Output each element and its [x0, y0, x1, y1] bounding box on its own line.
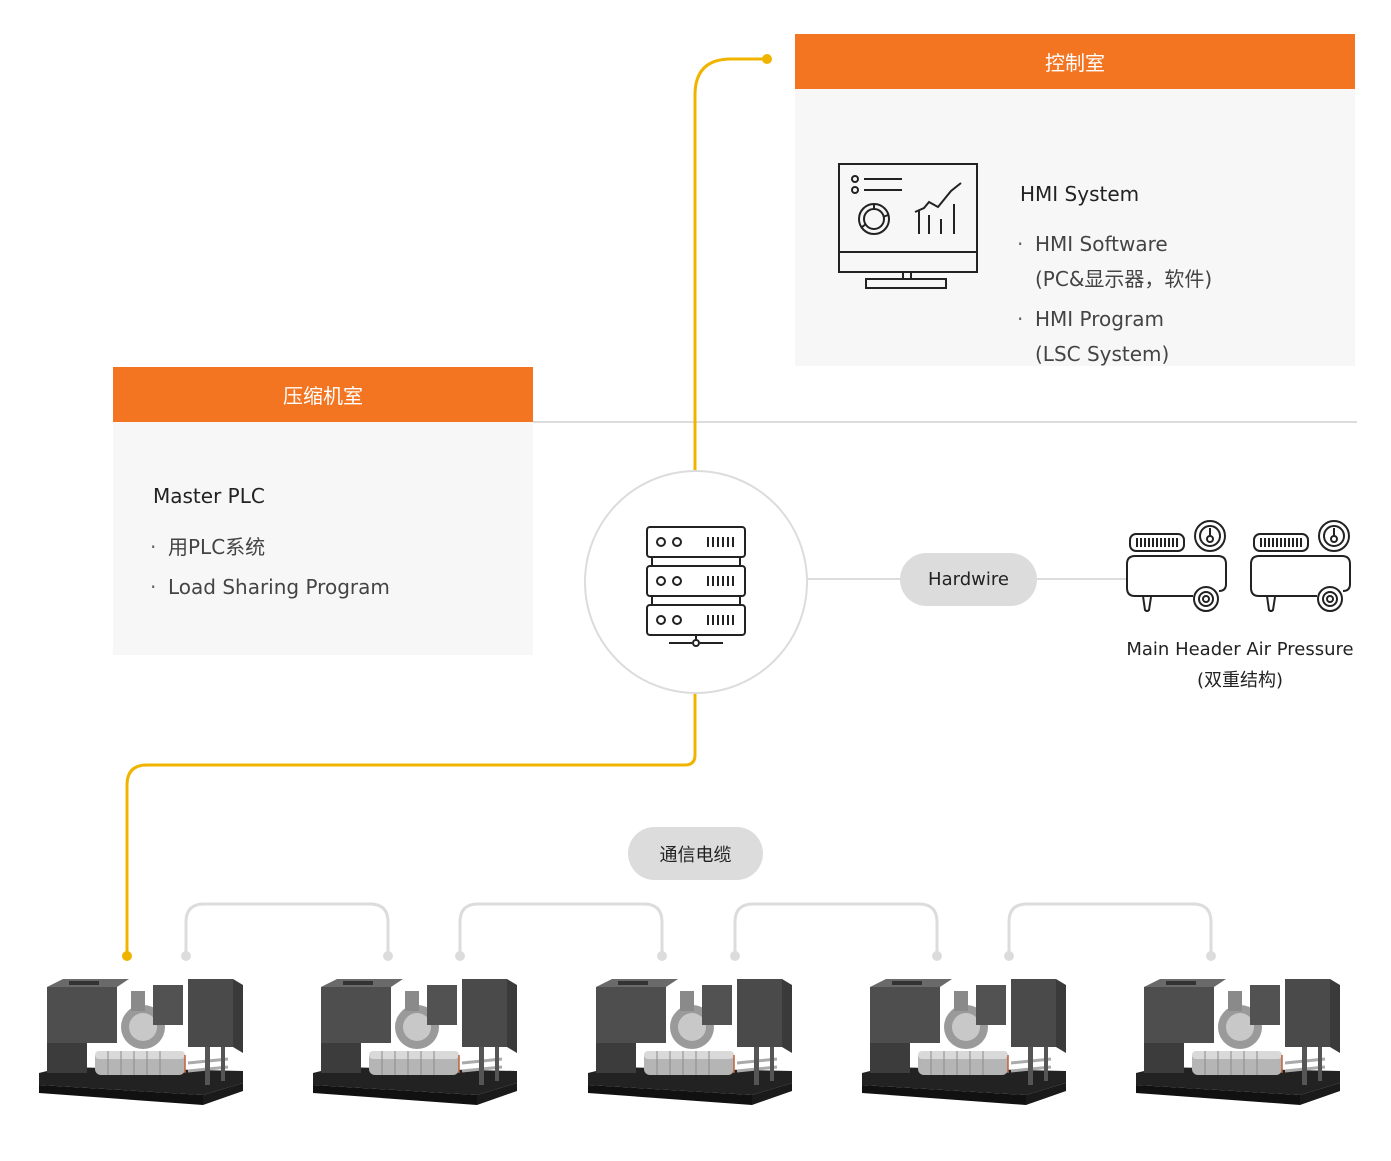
cable-port-dot [1004, 951, 1014, 961]
compressor-unit-1 [33, 975, 253, 1115]
compressor-unit-5 [1130, 975, 1350, 1115]
comm-cable-badge: 通信电缆 [628, 827, 763, 880]
cable-port-dot [181, 951, 191, 961]
hmi-software-item: HMI Software (PC&显示器，软件) [1017, 227, 1212, 297]
cable-port-dot [1206, 951, 1216, 961]
control-room-title: 控制室 [1045, 51, 1105, 75]
comm-link-2-3 [458, 902, 664, 956]
compressor-room-header: 压缩机室 [113, 367, 533, 422]
air-compressor-icon [1250, 520, 1351, 612]
network-hub [584, 470, 808, 694]
air-pressure-caption: Main Header Air Pressure (双重结构) [1110, 634, 1370, 696]
compressor-machine-image [1136, 979, 1340, 1105]
hmi-program-label: HMI Program [1035, 307, 1164, 331]
compressor-unit-4 [856, 975, 1076, 1115]
compressor-unit-2 [307, 975, 527, 1115]
hardwire-label: Hardwire [928, 569, 1009, 590]
compressor-unit-3 [582, 975, 802, 1115]
compressor-machine-image [313, 979, 517, 1105]
comm-link-1-2 [184, 902, 390, 956]
cable-port-dot [383, 951, 393, 961]
air-pressure-caption-line1: Main Header Air Pressure [1126, 639, 1354, 660]
server-rack-icon [646, 526, 746, 647]
comm-link-4-5 [1007, 902, 1213, 956]
plc-system-item: 用PLC系统 [150, 527, 390, 567]
comm-cable-label: 通信电缆 [659, 844, 732, 866]
compressor-machine-image [39, 979, 243, 1105]
compressor-room-title: 压缩机室 [283, 384, 363, 408]
air-compressor-icon [1126, 520, 1227, 612]
plc-item-list: 用PLC系统 Load Sharing Program [150, 527, 390, 607]
load-sharing-item: Load Sharing Program [150, 567, 390, 607]
hmi-item-list: HMI Software (PC&显示器，软件) HMI Program (LS… [1017, 227, 1212, 372]
cable-port-dot [730, 951, 740, 961]
comm-link-3-4 [733, 902, 939, 956]
hmi-program-item: HMI Program (LSC System) [1017, 302, 1212, 372]
control-room-panel: 控制室 HMI System [795, 34, 1355, 366]
cable-port-dot [657, 951, 667, 961]
link-endpoint-dot [122, 951, 132, 961]
compressor-machine-image [862, 979, 1066, 1105]
air-pressure-caption-line2: (双重结构) [1196, 670, 1284, 691]
hmi-system-title: HMI System [1020, 182, 1140, 206]
hardwire-badge: Hardwire [900, 553, 1037, 606]
hmi-software-label: HMI Software [1035, 232, 1168, 256]
compressor-room-panel: 压缩机室 Master PLC 用PLC系统 Load Sharing Prog… [113, 367, 533, 655]
cable-port-dot [932, 951, 942, 961]
cable-port-dot [455, 951, 465, 961]
control-room-header: 控制室 [795, 34, 1355, 89]
control-room-body: HMI System HMI Software (PC&显示器，软件) HMI … [795, 89, 1355, 366]
hmi-program-sub: (LSC System) [1035, 342, 1170, 366]
master-plc-title: Master PLC [153, 484, 265, 508]
network-link-compressors [125, 692, 697, 956]
compressor-machine-image [588, 979, 792, 1105]
link-endpoint-dot [762, 54, 772, 64]
monitor-dashboard-icon [838, 163, 978, 289]
network-link-control-room [693, 57, 767, 470]
comm-cable-links [184, 902, 1213, 956]
hmi-software-sub: (PC&显示器，软件) [1035, 267, 1213, 291]
compressor-room-body: Master PLC 用PLC系统 Load Sharing Program [113, 422, 533, 655]
